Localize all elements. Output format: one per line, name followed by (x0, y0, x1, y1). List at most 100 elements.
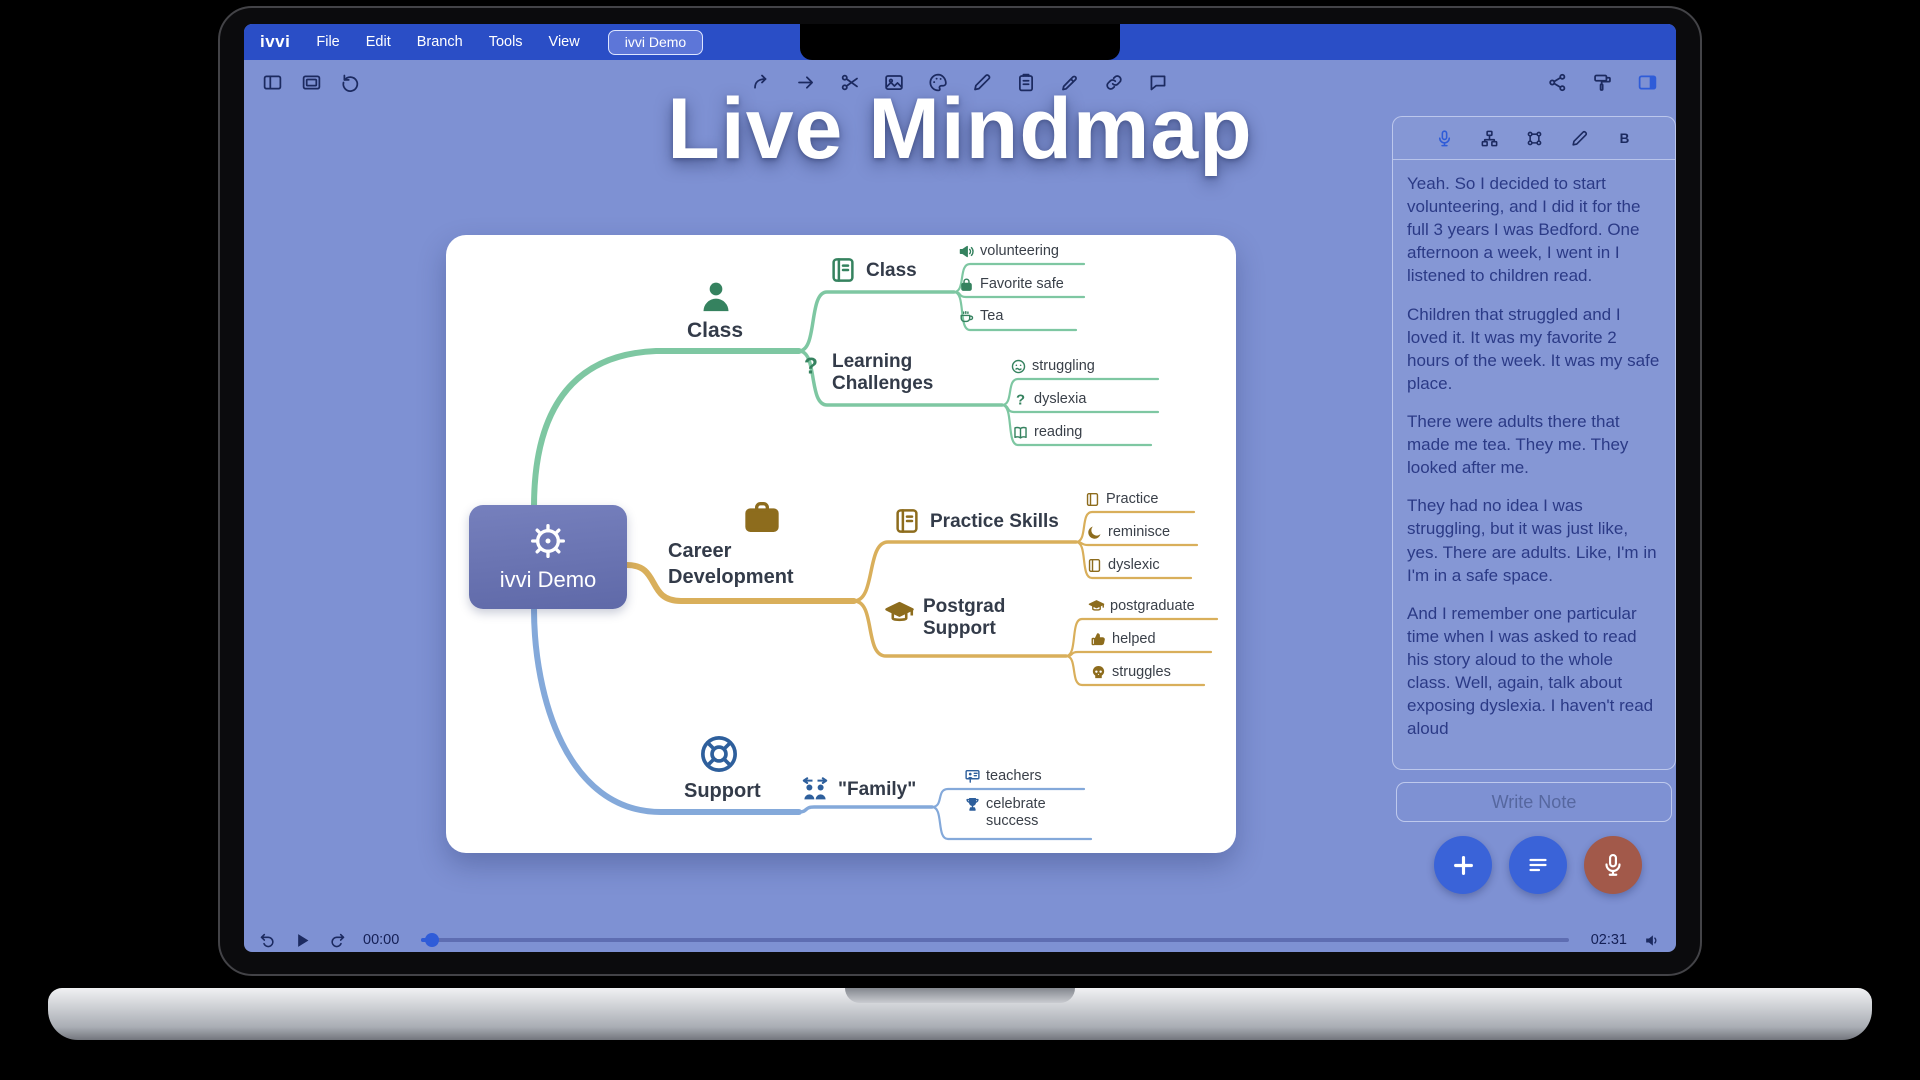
presentation-icon[interactable] (301, 72, 322, 93)
branch-class[interactable]: Class (687, 319, 744, 342)
pencil-icon[interactable] (972, 72, 993, 93)
svg-text:?: ? (804, 353, 818, 379)
leaf-reminisce[interactable]: reminisce (1086, 524, 1170, 541)
leaf-label: Favorite safe (980, 276, 1064, 292)
clipboard-icon[interactable] (1016, 72, 1037, 93)
record-button[interactable] (1584, 836, 1642, 894)
leaf-postgraduate[interactable]: postgraduate (1088, 598, 1195, 615)
redo-icon[interactable] (328, 931, 347, 950)
leaf-teachers[interactable]: teachers (964, 768, 1042, 785)
sidebar-toggle-icon[interactable] (262, 72, 283, 93)
app-logo: ivvi (260, 32, 291, 51)
menu-view[interactable]: View (548, 34, 580, 50)
paint-roller-icon[interactable] (1592, 72, 1613, 93)
timeline-slider[interactable] (421, 933, 1569, 947)
nodes-icon[interactable] (1525, 129, 1544, 148)
active-document-tab[interactable]: ivvi Demo (607, 29, 704, 55)
node-learning-challenges[interactable]: ? Learning Challenges (798, 351, 942, 395)
redo-curve-icon[interactable] (752, 72, 773, 93)
svg-text:?: ? (1016, 392, 1025, 408)
scissors-icon[interactable] (840, 72, 861, 93)
leaf-struggling[interactable]: struggling (1010, 358, 1095, 375)
leaf-label: Practice (1106, 491, 1159, 507)
moon-icon (1086, 524, 1103, 541)
total-time: 02:31 (1590, 932, 1627, 948)
leaf-reading[interactable]: reading (1012, 424, 1082, 441)
branch-support[interactable]: Support (684, 780, 761, 802)
page-title: Live Mindmap (667, 81, 1253, 177)
leaf-label: reminisce (1108, 524, 1171, 540)
share-icon[interactable] (1547, 72, 1568, 93)
node-label: Postgrad Support (923, 596, 1006, 639)
laptop-screen-bezel: ivvi File Edit Branch Tools View ivvi De… (218, 6, 1702, 976)
leaf-struggles[interactable]: struggles (1090, 664, 1171, 681)
leaf-tea[interactable]: Tea (958, 308, 1003, 325)
link-icon[interactable] (1104, 72, 1125, 93)
play-button[interactable] (293, 931, 312, 950)
trackpad-notch (845, 988, 1075, 1003)
node-practice-skills[interactable]: Practice Skills (892, 506, 1059, 536)
leaf-practice[interactable]: Practice (1084, 491, 1158, 508)
leaf-label: helped (1112, 631, 1156, 647)
lock-icon (958, 276, 975, 293)
mindmap-canvas[interactable]: ivvi Demo Class Career Development Suppo… (446, 235, 1236, 853)
helm-icon (528, 521, 568, 561)
node-label: Class (866, 260, 917, 281)
mindmap-connectors (531, 262, 1219, 841)
pencil-icon[interactable] (1570, 129, 1589, 148)
transcript-text[interactable]: Yeah. So I decided to start volunteering… (1393, 160, 1675, 758)
menu-edit[interactable]: Edit (365, 34, 391, 50)
write-note-placeholder: Write Note (1491, 791, 1577, 812)
laptop-base (48, 988, 1872, 1040)
node-postgrad-support[interactable]: Postgrad Support (884, 596, 1017, 640)
write-note-input[interactable]: Write Note (1396, 782, 1672, 822)
leaf-helped[interactable]: helped (1090, 631, 1156, 648)
panel-right-toggle-icon[interactable] (1637, 72, 1658, 93)
leaf-volunteering[interactable]: volunteering (958, 243, 1059, 260)
leaf-label: dyslexic (1108, 557, 1160, 573)
undo-rotate-icon[interactable] (340, 72, 361, 93)
menu-tools[interactable]: Tools (488, 34, 523, 50)
transcript-paragraph: And I remember one particular time when … (1407, 603, 1654, 739)
menu-branch[interactable]: Branch (416, 34, 463, 50)
playback-bar: 00:00 02:31 (258, 925, 1662, 952)
branch-career-development[interactable]: Career Development (668, 540, 794, 589)
leaf-dyslexia[interactable]: ? dyslexia (1012, 391, 1086, 408)
slider-knob[interactable] (425, 933, 440, 947)
transcript-paragraph: Yeah. So I decided to start volunteering… (1407, 174, 1641, 286)
transcript-paragraph: There were adults there that made me tea… (1407, 411, 1629, 478)
leaf-celebrate-success[interactable]: celebrate success (964, 796, 1058, 831)
leaf-label: dyslexia (1034, 391, 1087, 407)
family-icon (800, 775, 830, 805)
palette-icon[interactable] (928, 72, 949, 93)
journal-icon (828, 255, 858, 285)
notes-list-button[interactable] (1509, 836, 1567, 894)
megaphone-icon (958, 243, 975, 260)
bold-icon[interactable]: B (1615, 129, 1634, 148)
leaf-label: teachers (986, 768, 1042, 784)
plus-icon (1450, 852, 1477, 879)
undo-icon[interactable] (258, 931, 277, 950)
add-node-button[interactable] (1434, 836, 1492, 894)
reading-icon (1012, 424, 1029, 441)
arrow-right-icon[interactable] (796, 72, 817, 93)
node-class[interactable]: Class (828, 255, 917, 285)
eyedropper-icon[interactable] (1060, 72, 1081, 93)
leaf-label: Tea (980, 308, 1004, 324)
mic-icon[interactable] (1435, 129, 1454, 148)
leaf-favorite-safe[interactable]: Favorite safe (958, 276, 1064, 293)
leaf-label: celebrate success (986, 796, 1046, 830)
question-icon: ? (1012, 391, 1029, 408)
sitemap-icon[interactable] (1480, 129, 1499, 148)
teacup-icon (958, 308, 975, 325)
list-icon (1526, 853, 1550, 877)
central-topic-label: ivvi Demo (499, 567, 597, 592)
leaf-dyslexic[interactable]: dyslexic (1086, 557, 1160, 574)
transcript-paragraph: Children that struggled and I loved it. … (1407, 304, 1660, 393)
speaker-icon[interactable] (1643, 931, 1662, 950)
node-family[interactable]: "Family" (800, 775, 916, 805)
comment-icon[interactable] (1148, 72, 1169, 93)
menu-file[interactable]: File (316, 34, 340, 50)
central-topic[interactable]: ivvi Demo (469, 505, 627, 609)
image-icon[interactable] (884, 72, 905, 93)
